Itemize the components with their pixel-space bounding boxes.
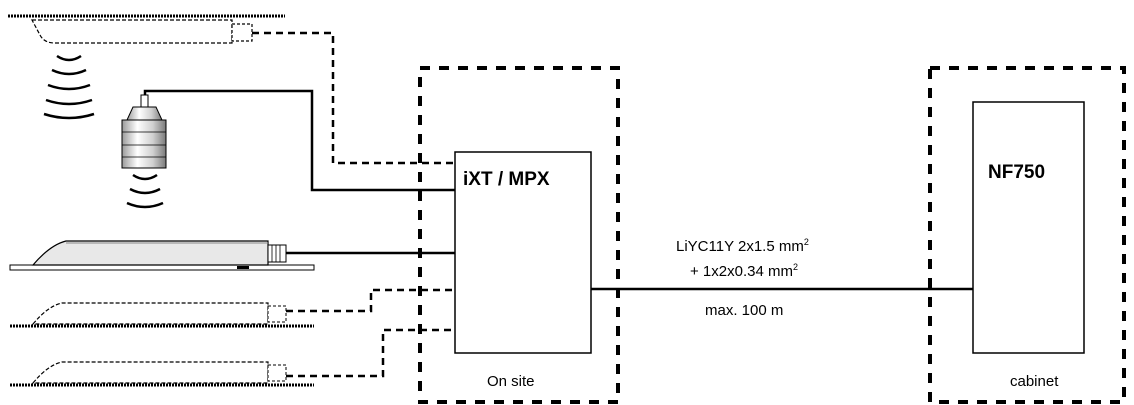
sensor-top-wedge: [8, 14, 285, 120]
sensor-ultrasonic-probe-cable: [143, 89, 455, 192]
cable-type-line1-text: LiYC11Y 2x1.5 mm: [676, 238, 804, 255]
cabinet-enclosure: [928, 66, 1126, 404]
cable-type-line2-sup: 2: [793, 262, 798, 272]
sensor-ultrasonic-probe: [121, 94, 167, 209]
cable-type-line1-sup: 2: [804, 237, 809, 247]
sensor-wedge-5: [10, 361, 314, 387]
sensor-top-wedge-cable: [252, 31, 455, 165]
cable-type-line1: LiYC11Y 2x1.5 mm2: [676, 237, 809, 255]
onsite-enclosure: [418, 66, 620, 404]
sensor-flat-wedge: [9, 240, 315, 271]
onsite-label: On site: [487, 373, 535, 390]
sensor-wedge-4-cable: [286, 288, 455, 313]
sensor-wedge-4: [10, 302, 314, 328]
cable-type-line2: + 1x2x0.34 mm2: [690, 262, 798, 280]
nf750-title: NF750: [988, 162, 1045, 183]
cable-type-line2-text: + 1x2x0.34 mm: [690, 263, 793, 280]
cable-max-length: max. 100 m: [705, 302, 783, 319]
cabinet-label: cabinet: [1010, 373, 1059, 390]
sensor-wedge-5-cable: [286, 328, 455, 378]
nf750-box: [972, 101, 1085, 354]
controller-title: iXT / MPX: [463, 169, 550, 190]
